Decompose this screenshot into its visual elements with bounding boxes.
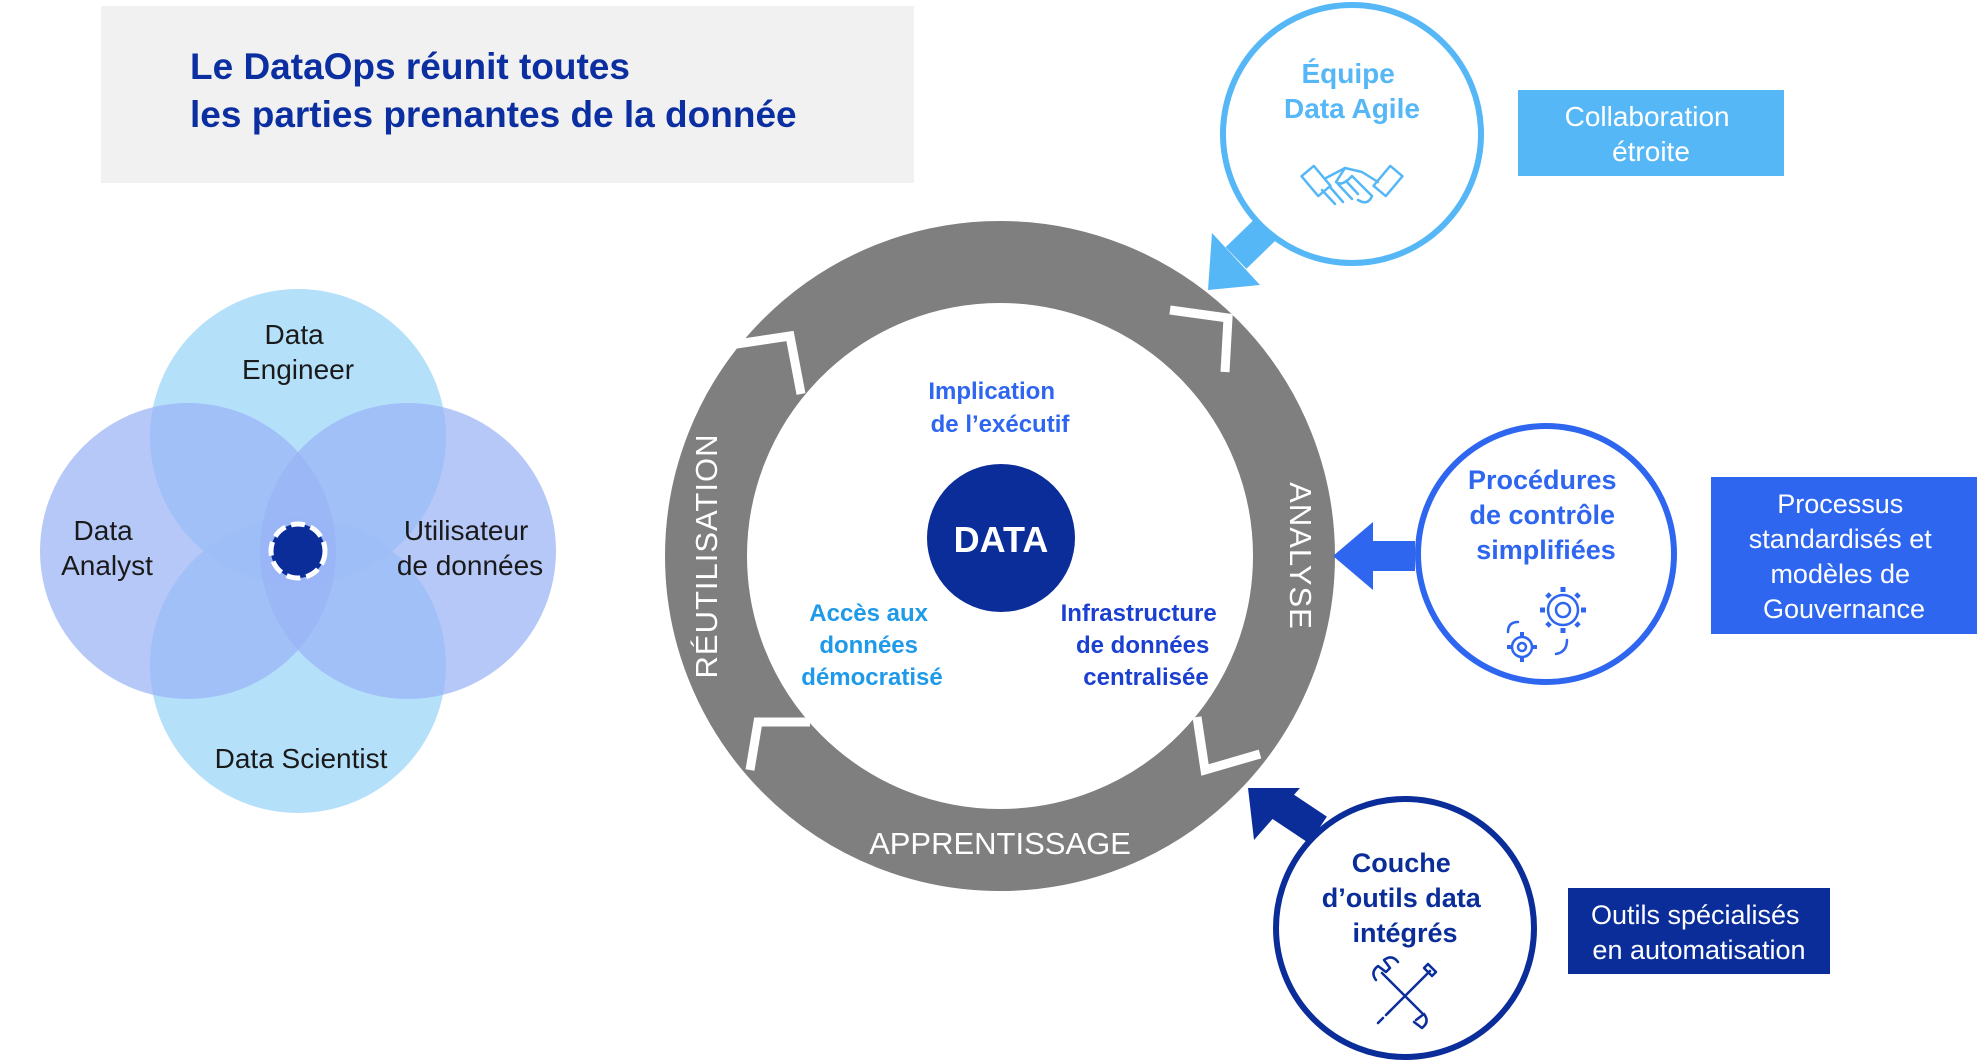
circle-tools-label: Couche d’outils data intégrés xyxy=(1322,848,1489,948)
circle-agile-team-label: Équipe Data Agile xyxy=(1284,58,1420,124)
pillar-executive: Implication de l’exécutif xyxy=(928,378,1070,438)
venn-label-top: Data Engineer xyxy=(242,319,354,385)
venn-circle-data-user xyxy=(260,403,556,699)
practice-tools: Couche d’outils data intégrés xyxy=(1248,788,1537,1060)
box-collaboration-label: Collaboration étroite xyxy=(1565,101,1738,167)
tools-icon xyxy=(1372,956,1438,1030)
arrow-head-tools xyxy=(1248,788,1300,840)
arrow-shaft-procedures xyxy=(1370,541,1415,571)
ring-separator-bottom-left xyxy=(745,717,810,771)
title-line-1: Le DataOps réunit toutes xyxy=(190,46,630,87)
practice-agile-team: Équipe Data Agile xyxy=(1208,2,1484,290)
circle-procedures xyxy=(1415,423,1677,685)
box-collaboration: Collaboration étroite xyxy=(1518,90,1784,176)
box-outils-label: Outils spécialisés en automatisation xyxy=(1591,900,1807,965)
ring-separator-top-left xyxy=(729,330,806,395)
ring-separator-bottom-right xyxy=(1192,716,1262,776)
arrow-head-agile xyxy=(1208,233,1260,290)
dataops-cycle: OPÉRATIONS APPRENTISSAGE ANALYSE RÉUTILI… xyxy=(665,221,1335,891)
pillar-infrastructure: Infrastructure de données centralisée xyxy=(1061,600,1224,691)
circle-tools xyxy=(1273,796,1537,1060)
data-core xyxy=(927,464,1075,612)
pillar-access: Accès aux données démocratisé xyxy=(801,600,942,691)
data-core-label: DATA xyxy=(954,519,1049,560)
box-processus: Processus standardisés et modèles de Gou… xyxy=(1711,477,1977,634)
practice-procedures: Procédures de contrôle simplifiées xyxy=(1333,423,1677,685)
box-outils: Outils spécialisés en automatisation xyxy=(1568,888,1830,974)
box-processus-label: Processus standardisés et modèles de Gou… xyxy=(1749,489,1940,624)
venn-label-left: Data Analyst xyxy=(61,515,153,581)
arrow-head-procedures xyxy=(1333,522,1373,590)
stakeholder-venn: Data Engineer Data Analyst Utilisateur d… xyxy=(40,289,556,813)
cycle-ring xyxy=(665,221,1335,891)
circle-procedures-label: Procédures de contrôle simplifiées xyxy=(1468,465,1624,565)
venn-center-dot xyxy=(268,521,328,581)
venn-label-right: Utilisateur de données xyxy=(397,515,543,581)
arc-label-reutilisation: RÉUTILISATION xyxy=(689,434,724,679)
arc-label-apprentissage: APPRENTISSAGE xyxy=(869,826,1131,861)
ring-separator-top-right xyxy=(1169,305,1233,373)
circle-agile-team xyxy=(1220,2,1484,266)
venn-circle-data-analyst xyxy=(40,403,336,699)
title-panel xyxy=(101,6,914,183)
arc-label-analyse: ANALYSE xyxy=(1283,482,1318,630)
title-line-2: les parties prenantes de la donnée xyxy=(190,94,797,135)
gears-icon xyxy=(1506,587,1586,662)
venn-label-bottom: Data Scientist xyxy=(215,743,388,774)
handshake-icon xyxy=(1300,164,1404,206)
